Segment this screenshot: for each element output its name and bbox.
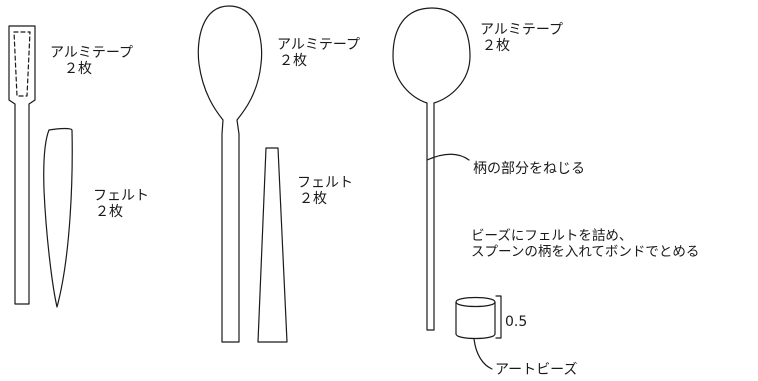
stage1-tape-label: アルミテープ ２枚 [50, 45, 133, 77]
twist-note: 柄の部分をねじる [473, 161, 585, 177]
spoon-finished-outline [392, 7, 471, 331]
stage2-felt-name: フェルト [297, 175, 353, 191]
stage2-tape-label: アルミテープ ２枚 [277, 37, 360, 69]
stage1-tape-count: ２枚 [64, 61, 92, 77]
stage3-tape-label: アルミテープ ２枚 [480, 22, 563, 54]
stage2-tape-count: ２枚 [279, 53, 307, 69]
stage2-felt-label: フェルト ２枚 [297, 175, 353, 207]
bead-dimension-bracket [495, 295, 502, 339]
stage2-tape-name: アルミテープ [277, 37, 361, 53]
felt-tapered [257, 147, 288, 343]
bead-top-front-rim [455, 301, 496, 308]
bead-label: アートビーズ [495, 362, 578, 378]
twist-leader-line [426, 153, 470, 161]
stage1-felt-count: ２枚 [95, 204, 123, 220]
instruction-line-1: ビーズにフェルトを詰め、 [471, 228, 633, 244]
stage2-felt-count: ２枚 [299, 191, 327, 207]
tape-dashed-guide [13, 31, 31, 97]
stage1-felt-label: フェルト ２枚 [93, 188, 149, 220]
stage3-tape-name: アルミテープ [480, 22, 564, 38]
stage1-felt-name: フェルト [93, 188, 149, 204]
assembly-instruction: ビーズにフェルトを詰め、 スプーンの柄を入れてボンドでとめる [471, 228, 699, 260]
bead-leader-line [473, 338, 493, 370]
stage1-tape-name: アルミテープ [50, 45, 134, 61]
felt-strip-pointed [43, 127, 73, 308]
spoon-blank-outline [8, 25, 36, 305]
spoon-shape-outline [197, 5, 263, 343]
stage3-tape-count: ２枚 [482, 38, 510, 54]
instruction-line-2: スプーンの柄を入れてボンドでとめる [471, 244, 700, 260]
bead-size-label: 0.5 [505, 314, 528, 330]
bead-cylinder [455, 296, 496, 340]
